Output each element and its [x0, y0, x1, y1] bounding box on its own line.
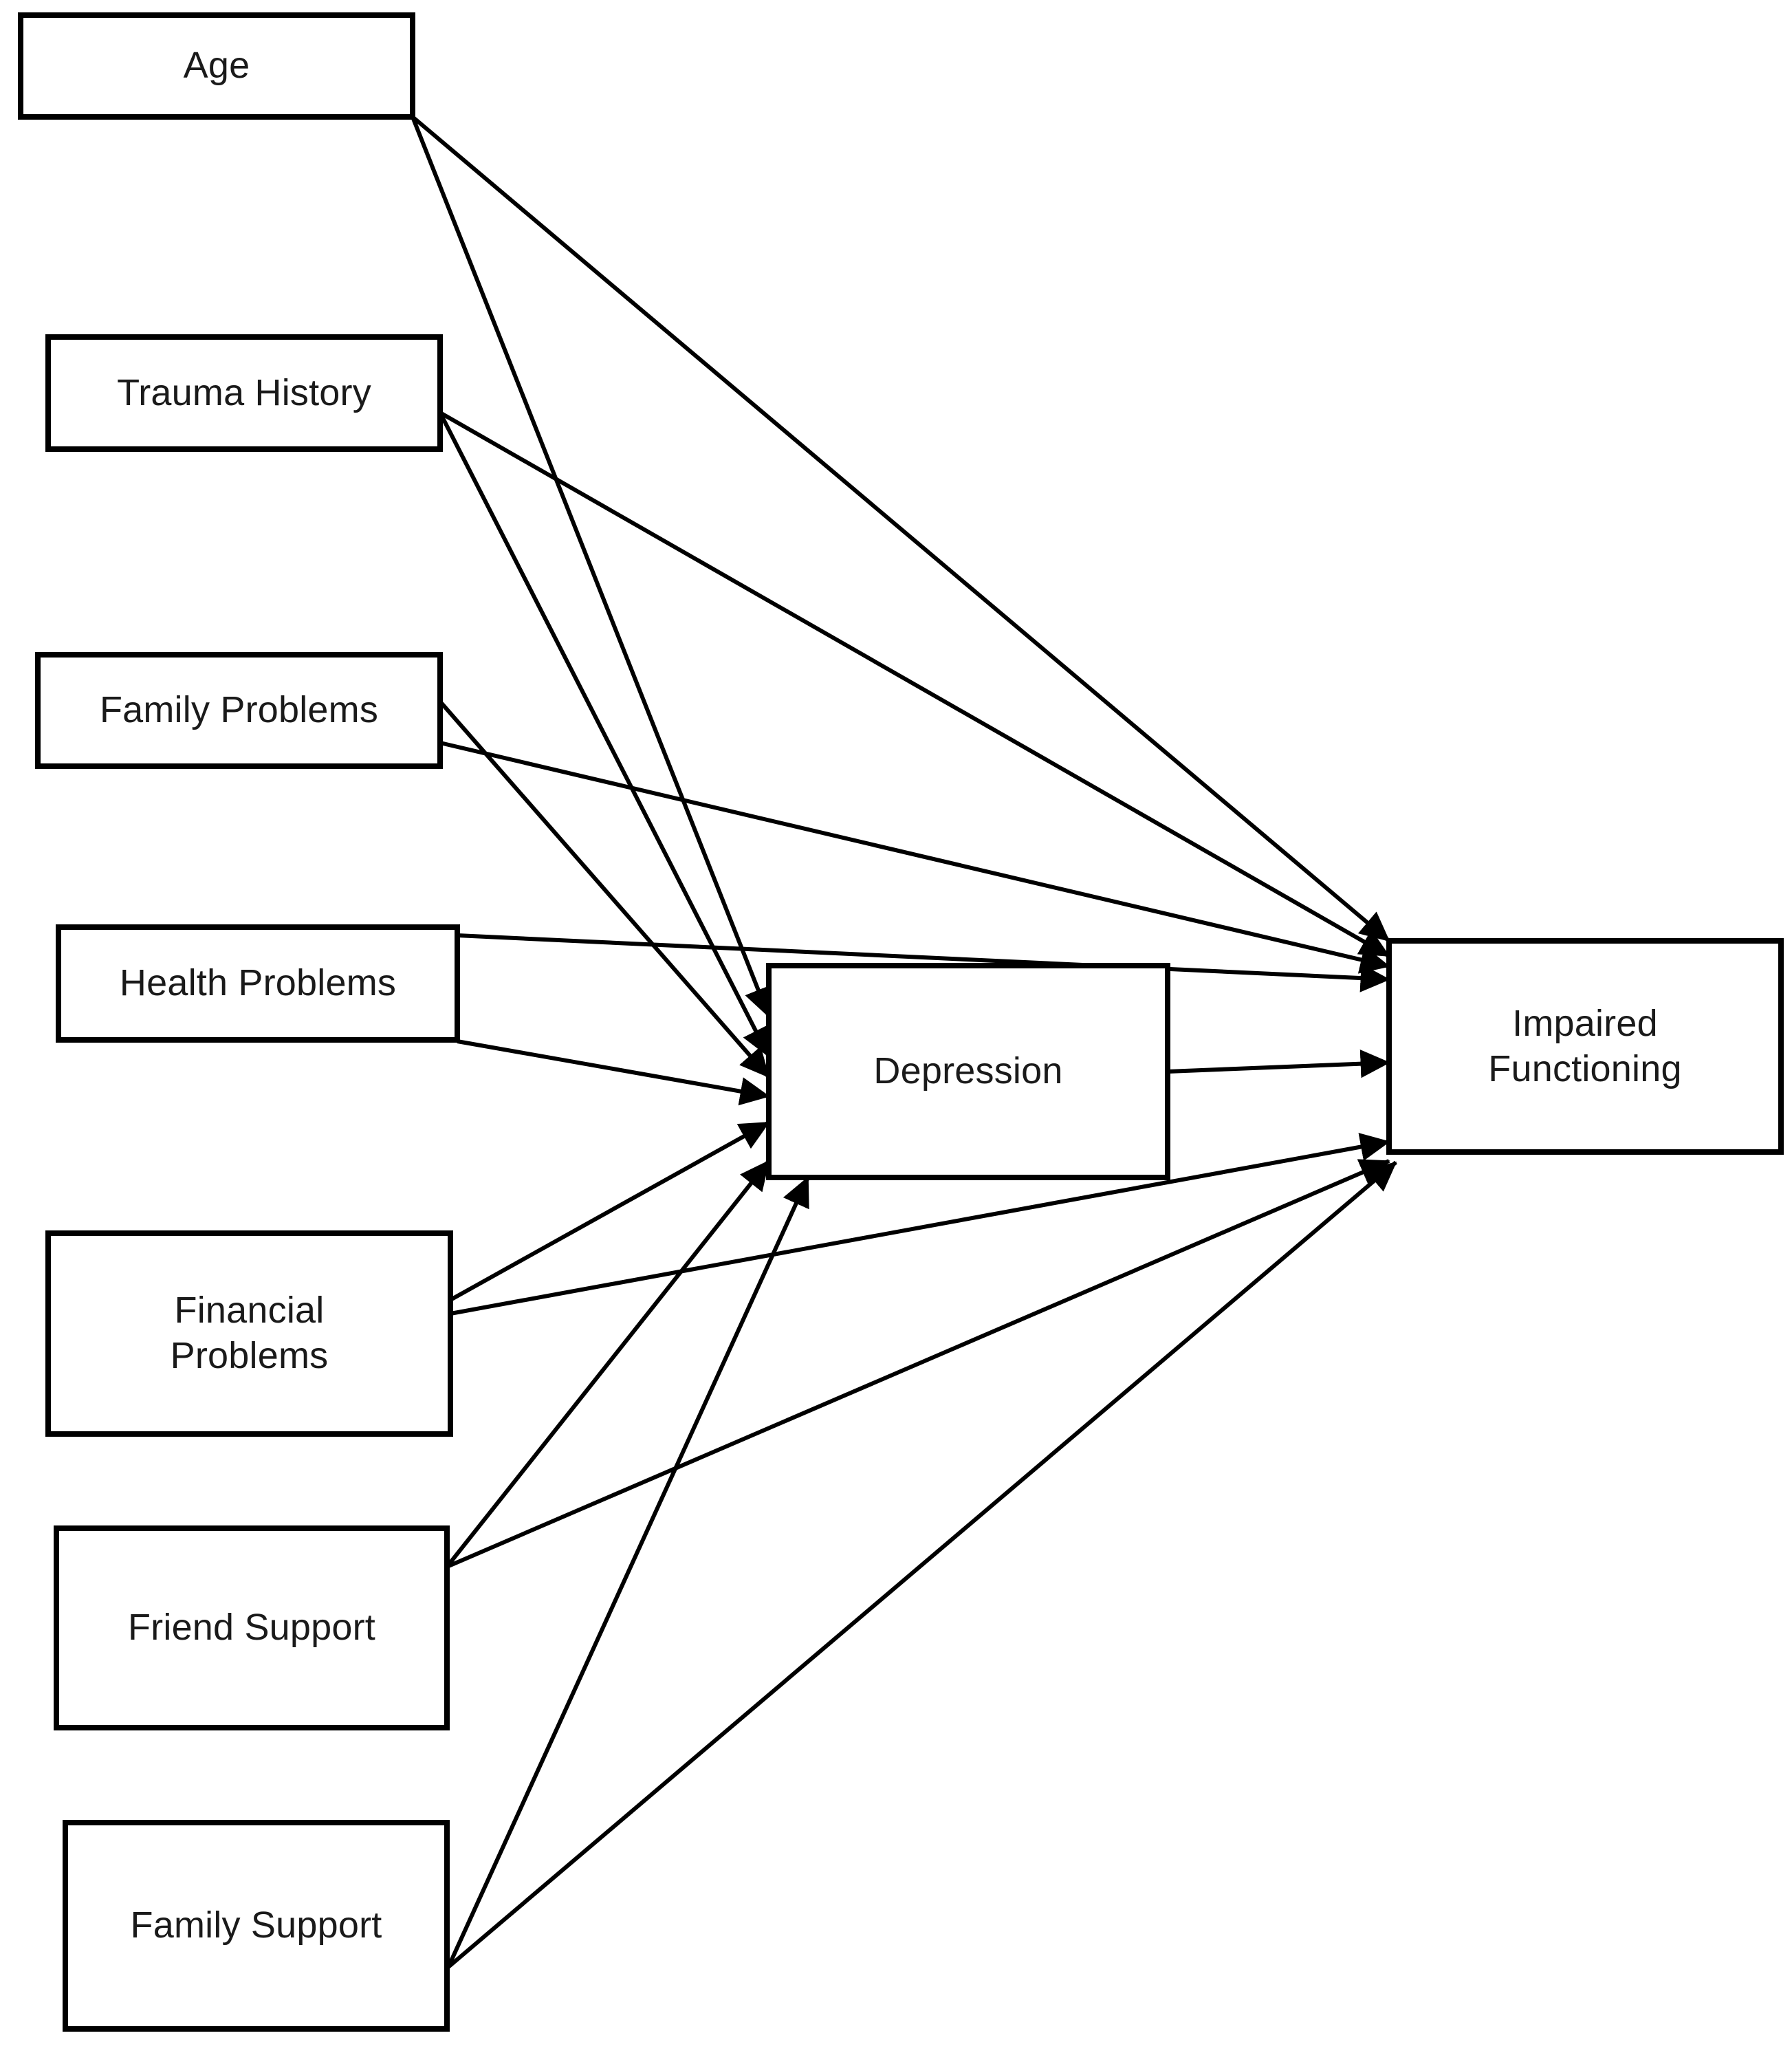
- node-box-family_prob[interactable]: [35, 652, 443, 769]
- edge-trauma-depression: [438, 411, 771, 1058]
- node-box-friend_sup[interactable]: [54, 1525, 450, 1730]
- edge-depression-impaired: [1167, 1049, 1390, 1078]
- nodes-group: [18, 12, 1784, 2032]
- edge-age-impaired: [411, 115, 1390, 943]
- edge-familysup-depression: [446, 1176, 810, 1968]
- edge-familysup-impaired: [447, 1160, 1397, 1969]
- edge-financial-depression: [449, 1120, 770, 1302]
- edge-healthprob-impaired: [457, 933, 1390, 992]
- edge-friendsup-impaired: [446, 1159, 1390, 1569]
- edges-group: [411, 115, 1397, 1969]
- node-box-family_sup[interactable]: [63, 1820, 450, 2032]
- edge-familyprob-depression: [438, 700, 771, 1078]
- node-box-financial[interactable]: [45, 1230, 453, 1437]
- edge-familyprob-impaired: [439, 741, 1390, 974]
- edge-healthprob-depression: [457, 1039, 770, 1106]
- node-box-age[interactable]: [18, 12, 415, 120]
- edge-trauma-impaired: [439, 411, 1390, 958]
- edge-financial-impaired: [450, 1133, 1390, 1316]
- node-box-health_prob[interactable]: [56, 924, 460, 1043]
- node-box-depression[interactable]: [766, 963, 1170, 1180]
- node-box-impaired[interactable]: [1386, 938, 1784, 1155]
- edge-friendsup-depression: [445, 1160, 771, 1568]
- node-box-trauma[interactable]: [45, 334, 443, 452]
- edge-age-depression: [411, 116, 772, 1018]
